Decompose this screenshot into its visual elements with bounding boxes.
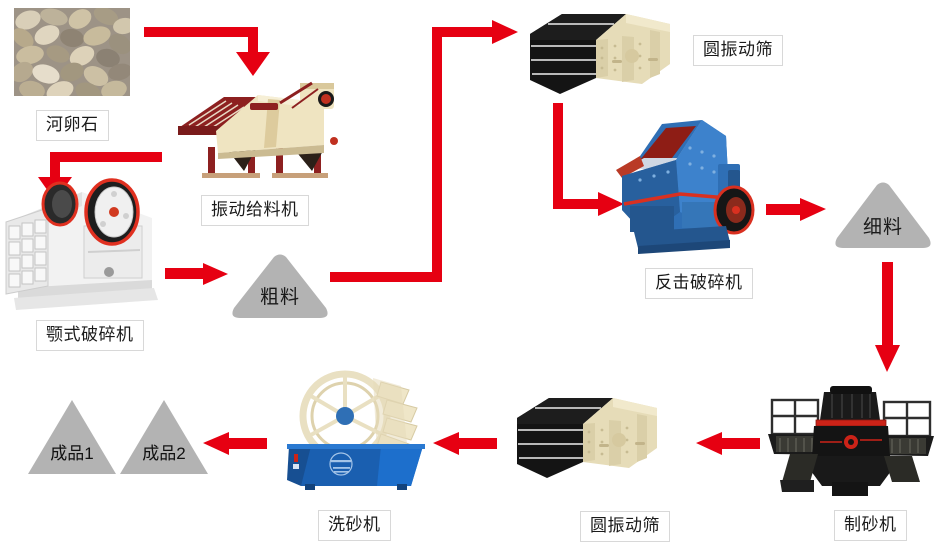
raw-material-photo — [14, 8, 130, 96]
label-vibrating-feeder: 振动给料机 — [201, 195, 309, 226]
flow-arrow-jaw-to-coarse — [165, 263, 228, 285]
label-text: 圆振动筛 — [590, 516, 660, 535]
jaw-crusher-machine — [4, 160, 164, 315]
circular-vibrating-screen-bottom — [505, 390, 665, 486]
pebble-photo — [14, 8, 130, 96]
impact-crusher-machine — [610, 118, 770, 258]
sand-making-machine-icon — [768, 386, 934, 496]
label-circular-screen-bottom: 圆振动筛 — [580, 511, 670, 542]
vibrating-feeder-icon — [178, 81, 338, 178]
material-pile-icon — [232, 254, 328, 318]
product-1-triangle: 成品1 — [26, 398, 118, 476]
coarse-material-pile: 粗料 — [228, 250, 332, 322]
sand-washing-machine — [277, 368, 437, 496]
circular-vibrating-screen-icon — [517, 398, 657, 478]
flow-arrow-impact-to-fine — [766, 198, 826, 221]
sand-washing-machine-icon — [287, 370, 425, 490]
label-raw-material: 河卵石 — [36, 110, 109, 141]
material-pile-icon — [835, 182, 931, 248]
flow-arrow-washer-to-product — [203, 432, 267, 455]
label-sand-making-machine: 制砂机 — [834, 510, 907, 541]
fine-material-pile: 细料 — [831, 178, 935, 252]
flow-arrow-coarse-to-screen — [330, 20, 518, 282]
circular-vibrating-screen-top — [518, 6, 678, 102]
product-1-label: 成品1 — [50, 443, 94, 463]
flow-arrow-screen-to-washer — [433, 432, 497, 455]
flow-arrow-sandmaker-to-screen — [696, 432, 760, 455]
label-impact-crusher: 反击破碎机 — [645, 268, 753, 299]
sand-making-machine — [760, 382, 942, 500]
label-text: 洗砂机 — [328, 515, 381, 534]
label-sand-washer: 洗砂机 — [318, 510, 391, 541]
label-text: 河卵石 — [46, 115, 99, 134]
product-2-label: 成品2 — [142, 443, 186, 463]
circular-vibrating-screen-icon — [530, 14, 670, 94]
label-jaw-crusher: 颚式破碎机 — [36, 320, 144, 351]
label-text: 制砂机 — [844, 515, 897, 534]
jaw-crusher-icon — [5, 178, 158, 310]
flow-arrow-fine-to-sandmaker — [875, 262, 900, 372]
vibrating-feeder-machine — [172, 75, 342, 180]
flow-arrow-raw-to-feeder — [144, 27, 270, 76]
label-text: 颚式破碎机 — [46, 325, 134, 344]
product-triangle-icon — [120, 400, 208, 474]
label-text: 圆振动筛 — [703, 40, 773, 59]
impact-crusher-icon — [616, 120, 755, 254]
label-text: 反击破碎机 — [655, 273, 743, 292]
product-triangle-icon — [28, 400, 116, 474]
product-2-triangle: 成品2 — [118, 398, 210, 476]
label-text: 振动给料机 — [211, 200, 299, 219]
label-circular-screen-top: 圆振动筛 — [693, 35, 783, 66]
